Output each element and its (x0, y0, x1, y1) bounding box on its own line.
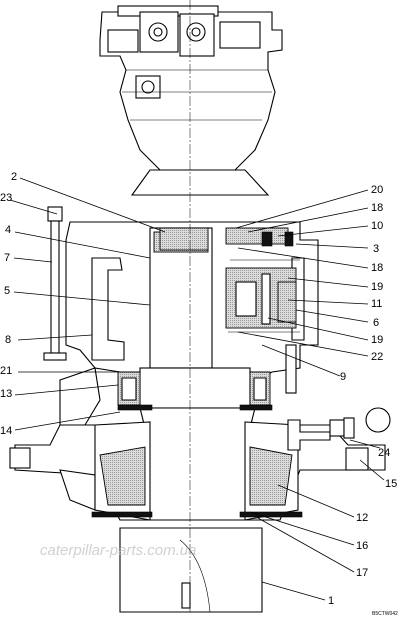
callout-2: 2 (11, 171, 17, 183)
callout-labels: 2 23 4 7 5 8 21 13 14 20 18 10 3 18 19 1… (0, 171, 397, 607)
callout-1: 1 (328, 595, 334, 607)
callout-24: 24 (378, 447, 390, 459)
long-bolt (43, 206, 67, 361)
callout-13: 13 (0, 388, 12, 400)
planetary-gearset (159, 227, 300, 333)
drain-fitting (285, 344, 391, 451)
hydraulic-motor (99, 5, 283, 196)
upper-bearing (117, 371, 273, 411)
callout-18-bottom: 18 (371, 262, 383, 274)
callout-6: 6 (373, 317, 379, 329)
callout-17: 17 (356, 567, 368, 579)
callout-19-bottom: 19 (371, 334, 383, 346)
callout-9: 9 (340, 371, 346, 383)
callout-12: 12 (356, 512, 368, 524)
lower-taper-bearing (91, 421, 303, 521)
callout-15: 15 (385, 478, 397, 490)
watermark: caterpillar-parts.com.ua (40, 542, 196, 559)
leader-lines (9, 177, 385, 601)
callout-19-top: 19 (371, 281, 383, 293)
callout-10: 10 (371, 220, 383, 232)
callout-22: 22 (371, 351, 383, 363)
callout-4: 4 (5, 224, 11, 236)
callout-20: 20 (371, 184, 383, 196)
callout-11: 11 (371, 298, 382, 310)
callout-16: 16 (356, 540, 368, 552)
callout-5: 5 (4, 285, 10, 297)
callout-18-top: 18 (371, 202, 383, 214)
callout-14: 14 (0, 425, 12, 437)
drawing-code: B5CTW042 (372, 611, 398, 617)
callout-23: 23 (0, 192, 12, 204)
callout-8: 8 (5, 334, 11, 346)
callout-3: 3 (373, 243, 379, 255)
callout-7: 7 (4, 252, 10, 264)
callout-21: 21 (0, 365, 12, 377)
